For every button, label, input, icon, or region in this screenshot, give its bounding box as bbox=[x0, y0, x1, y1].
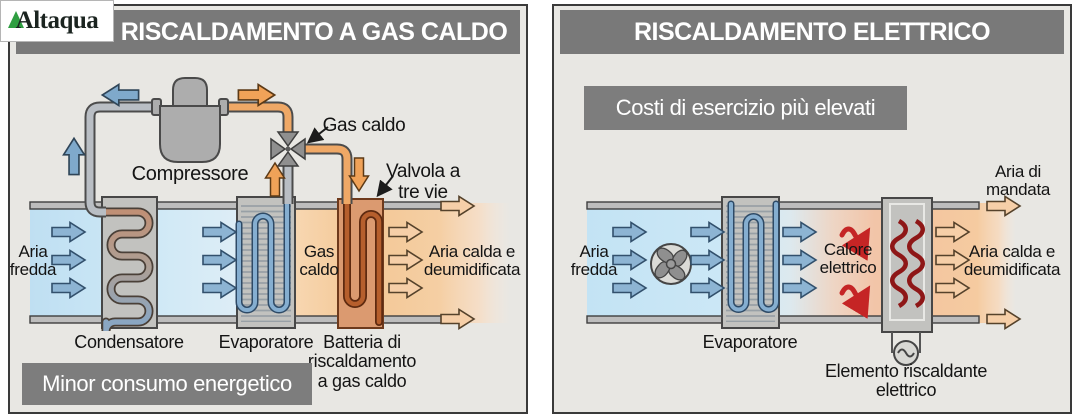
condenser-label: Condensatore bbox=[74, 332, 184, 352]
electric-heat-arrows bbox=[839, 226, 871, 319]
brand-logo: Altaqua bbox=[0, 0, 114, 42]
three-way-valve-label: Valvola a tre vie bbox=[385, 161, 461, 203]
electric-heat-label: Calore elettrico bbox=[819, 240, 877, 278]
cold-airflow-arrows bbox=[612, 221, 817, 299]
hot-gas-battery-icon bbox=[337, 198, 384, 329]
supply-air-label: Aria di mandata bbox=[985, 162, 1051, 200]
evaporator-icon bbox=[721, 196, 780, 329]
cold-air-label: Aria fredda bbox=[9, 242, 57, 280]
suction-pipe bbox=[84, 101, 294, 218]
warm-air-label: Aria calda e deumidificata bbox=[423, 242, 521, 280]
callout-arrows bbox=[306, 126, 394, 198]
compressor-icon bbox=[151, 77, 229, 163]
heating-element-icon bbox=[881, 197, 933, 333]
hot-gas-pipe bbox=[220, 101, 353, 204]
heating-element-label: Elemento riscaldante elettrico bbox=[824, 361, 988, 401]
evaporator-label: Evaporatore bbox=[218, 332, 314, 352]
electric-heating-diagram bbox=[586, 195, 1021, 366]
evaporator-label: Evaporatore bbox=[702, 332, 798, 352]
three-way-valve-icon bbox=[270, 131, 306, 167]
hot-gas-zone-label: Gas caldo bbox=[299, 242, 339, 280]
hot-gas-battery-label: Batteria di riscaldamento a gas caldo bbox=[307, 332, 417, 391]
electric-panel-title: RISCALDAMENTO ELETTRICO bbox=[633, 17, 991, 46]
electric-panel-header: RISCALDAMENTO ELETTRICO bbox=[560, 10, 1064, 54]
gas-panel-header: RISCALDAMENTO A GAS CALDO bbox=[16, 10, 520, 54]
electric-heating-panel: RISCALDAMENTO ELETTRICO bbox=[552, 4, 1072, 414]
ac-power-icon bbox=[891, 332, 921, 366]
gas-benefit-badge: Minor consumo energetico bbox=[22, 363, 312, 405]
compressor-label: Compressore bbox=[131, 163, 249, 185]
warm-air-label: Aria calda e deumidificata bbox=[963, 242, 1061, 280]
gas-heating-panel: RISCALDAMENTO A GAS CALDO bbox=[8, 4, 528, 414]
logo-wordmark: Altaqua bbox=[15, 7, 99, 34]
gas-heating-diagram bbox=[29, 77, 510, 332]
cold-air-label: Aria fredda bbox=[570, 242, 618, 280]
electric-cost-badge: Costi di esercizio più elevati bbox=[584, 86, 907, 130]
logo-triangle-icon bbox=[8, 11, 24, 28]
evaporator-icon bbox=[235, 196, 296, 329]
condenser-icon bbox=[99, 196, 158, 332]
gas-panel-title: RISCALDAMENTO A GAS CALDO bbox=[120, 17, 508, 46]
fan-icon bbox=[650, 243, 692, 285]
hot-gas-callout-label: Gas caldo bbox=[322, 115, 406, 136]
